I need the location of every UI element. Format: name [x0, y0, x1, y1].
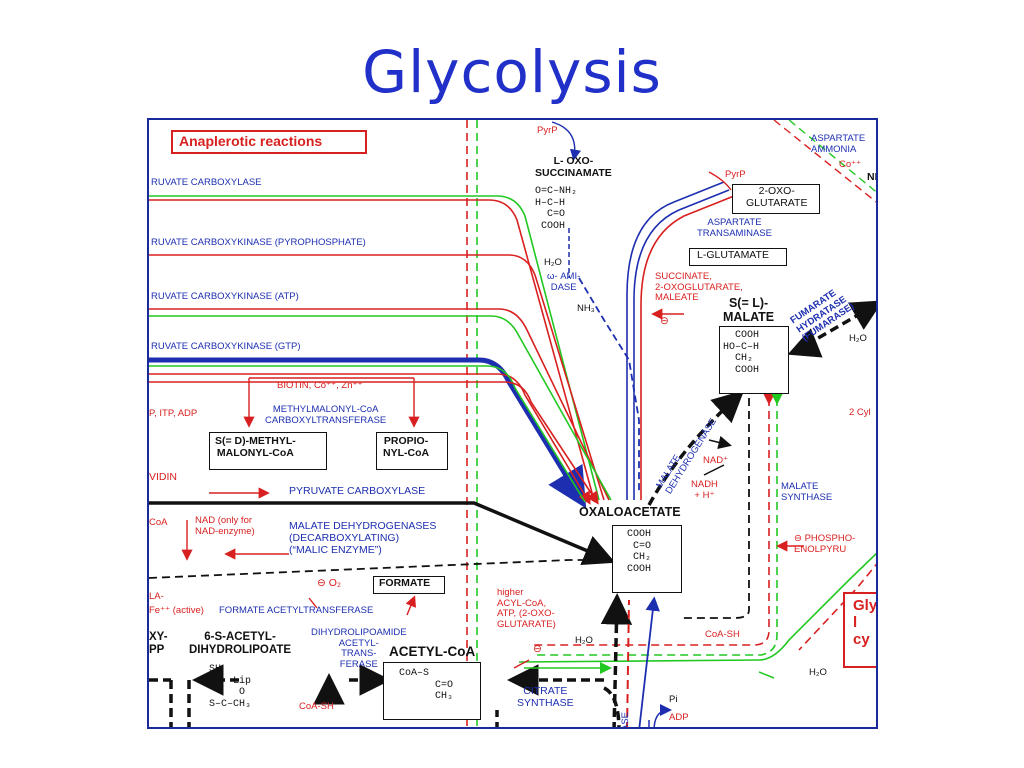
oxaloacetate-box — [612, 525, 682, 593]
pyrp-right: PyrP — [725, 169, 746, 180]
acetyl-coa-box — [383, 662, 481, 720]
pyrp-top: PyrP — [537, 125, 558, 136]
oxaloacetate-structure: COOH C=O CH₂ COOH — [627, 529, 652, 575]
two-cyl: 2 Cyl — [849, 407, 871, 418]
h2o-citrate: H₂O — [575, 635, 593, 646]
itp-adp: P, ITP, ADP — [149, 408, 198, 419]
h2o-succinamate: H₂O — [544, 257, 562, 268]
methylmalonyl-transferase: METHYLMALONYL-CoA CARBOXYLTRANSFERASE — [265, 404, 387, 426]
malate-label: S(= L)- MALATE — [723, 296, 775, 324]
oxaloacetate-label: OXALOACETATE — [579, 505, 681, 519]
acetyl-coa-structure: CoA–S C=O CH₃ — [399, 668, 454, 702]
propionyl-box — [376, 432, 448, 470]
nadh: NADH + H⁺ — [691, 479, 718, 501]
coa-sh-left: CoA-SH — [299, 701, 334, 712]
formate-acetyltransferase: FORMATE ACETYLTRANSFERASE — [219, 605, 374, 616]
gly-fragment: Gly l cy — [853, 597, 878, 648]
propionyl-coa: PROPIO- NYL-CoA — [383, 435, 430, 459]
succinamate-structure: O=C–NH₂ H–C–H C=O COOH — [535, 186, 578, 232]
fe-active: Fe⁺⁺ (active) — [149, 605, 204, 616]
h2o-fumarate: H₂O — [849, 333, 867, 344]
enzyme-pyruvate-carboxylase: RUVATE CARBOXYLASE — [151, 177, 262, 188]
enzyme-carboxykinase-gtp: RUVATE CARBOXYKINASE (GTP) — [151, 341, 301, 352]
formate: FORMATE — [379, 577, 431, 589]
coa-sh-right: CoA-SH — [705, 629, 740, 640]
pyruvate-carboxylase-2: PYRUVATE CARBOXYLASE — [289, 485, 426, 497]
nad-plus: NAD⁺ — [703, 455, 729, 466]
higher-acyl-coa: higher ACYL-CoA, ATP, (2-OXO- GLUTARATE) — [497, 587, 556, 630]
vertical-dashed-pair-left — [466, 120, 478, 727]
oxoglutarate-box — [732, 184, 820, 214]
avidin: VIDIN — [149, 471, 178, 483]
pi: Pi — [669, 694, 678, 705]
acetyl-coa-label: ACETYL-CoA — [389, 644, 476, 659]
anaplerotic-title-box — [171, 130, 367, 154]
omega-amidase: ω- AMI- DASE — [547, 271, 581, 293]
biotin-cofactors: BIOTIN, Co⁺⁺, Zn⁺⁺ — [277, 380, 363, 391]
citrate-synthase: CITRATE SYNTHASE — [517, 685, 574, 709]
inhibitor-sign-2: ⊖ — [533, 643, 542, 655]
h2o-bottom-right: H₂O — [809, 667, 827, 678]
xy-pp: XY- PP — [149, 631, 168, 656]
pathway-diagram: Anaplerotic reactions RUVATE CARBOXYLASE… — [147, 118, 878, 729]
aspartate-transaminase: ASPARTATE TRANSAMINASE — [697, 217, 772, 239]
coa-fragment: CoA — [149, 517, 168, 528]
inhibitor-sign: ⊖ — [660, 315, 669, 327]
oxoglutarate: 2-OXO- GLUTARATE — [746, 185, 808, 209]
enzyme-carboxykinase-pyrophosphate: RUVATE CARBOXYKINASE (PYROPHOSPHATE) — [151, 237, 366, 248]
formate-box — [373, 576, 445, 594]
nad-note: NAD (only for NAD-enzyme) — [195, 515, 255, 537]
malate-box — [719, 326, 789, 394]
enzyme-carboxykinase-atp: RUVATE CARBOXYKINASE (ATP) — [151, 291, 299, 302]
slide-title: Glycolysis — [362, 38, 662, 106]
acetyl-dihydrolipoate: 6-S-ACETYL- DIHYDROLIPOATE — [189, 631, 292, 656]
adp: ADP — [669, 712, 689, 723]
methylmalonyl-coa: S(= D)-METHYL- MALONYL-CoA — [215, 435, 296, 459]
aspartate-ammonia: ASPARTATE AMMONIA — [811, 133, 866, 155]
co-cofactor: Co⁺⁺ — [839, 159, 862, 170]
phospho-enolpyruvate: ⊖ PHOSPHO- ENOLPYRU — [794, 533, 856, 555]
l-oxo-succinamate: L- OXO- SUCCINAMATE — [535, 155, 612, 179]
lipoate-structure: SH E · Lip O S–C–CH₃ — [209, 664, 252, 710]
methylmalonyl-box — [209, 432, 327, 470]
anaplerotic-title: Anaplerotic reactions — [179, 133, 323, 149]
gly-box — [843, 592, 876, 668]
nh3: NH₃ — [577, 303, 595, 314]
malate-structure: COOH HO–C–H CH₂ COOH — [723, 330, 760, 376]
pathway-lines — [149, 120, 876, 727]
o2-label: ⊖ O₂ — [317, 577, 341, 589]
dihydrolipoamide-acetyltransferase: DIHYDROLIPOAMIDE ACETYL- TRANS- FERASE — [311, 627, 407, 670]
succinate-note: SUCCINATE, 2-OXOGLUTARATE, MALEATE — [655, 271, 743, 304]
l-glutamate: L-GLUTAMATE — [697, 249, 769, 261]
malate-dehydrogenases: MALATE DEHYDROGENASES (DECARBOXYLATING) … — [289, 520, 437, 556]
nh-fragment: NH — [867, 171, 876, 183]
la-fragment: LA- — [149, 591, 164, 602]
ase-fragment: ASE — [620, 711, 631, 729]
glutamate-box — [689, 248, 787, 266]
malate-synthase: MALATE SYNTHASE — [781, 481, 833, 503]
